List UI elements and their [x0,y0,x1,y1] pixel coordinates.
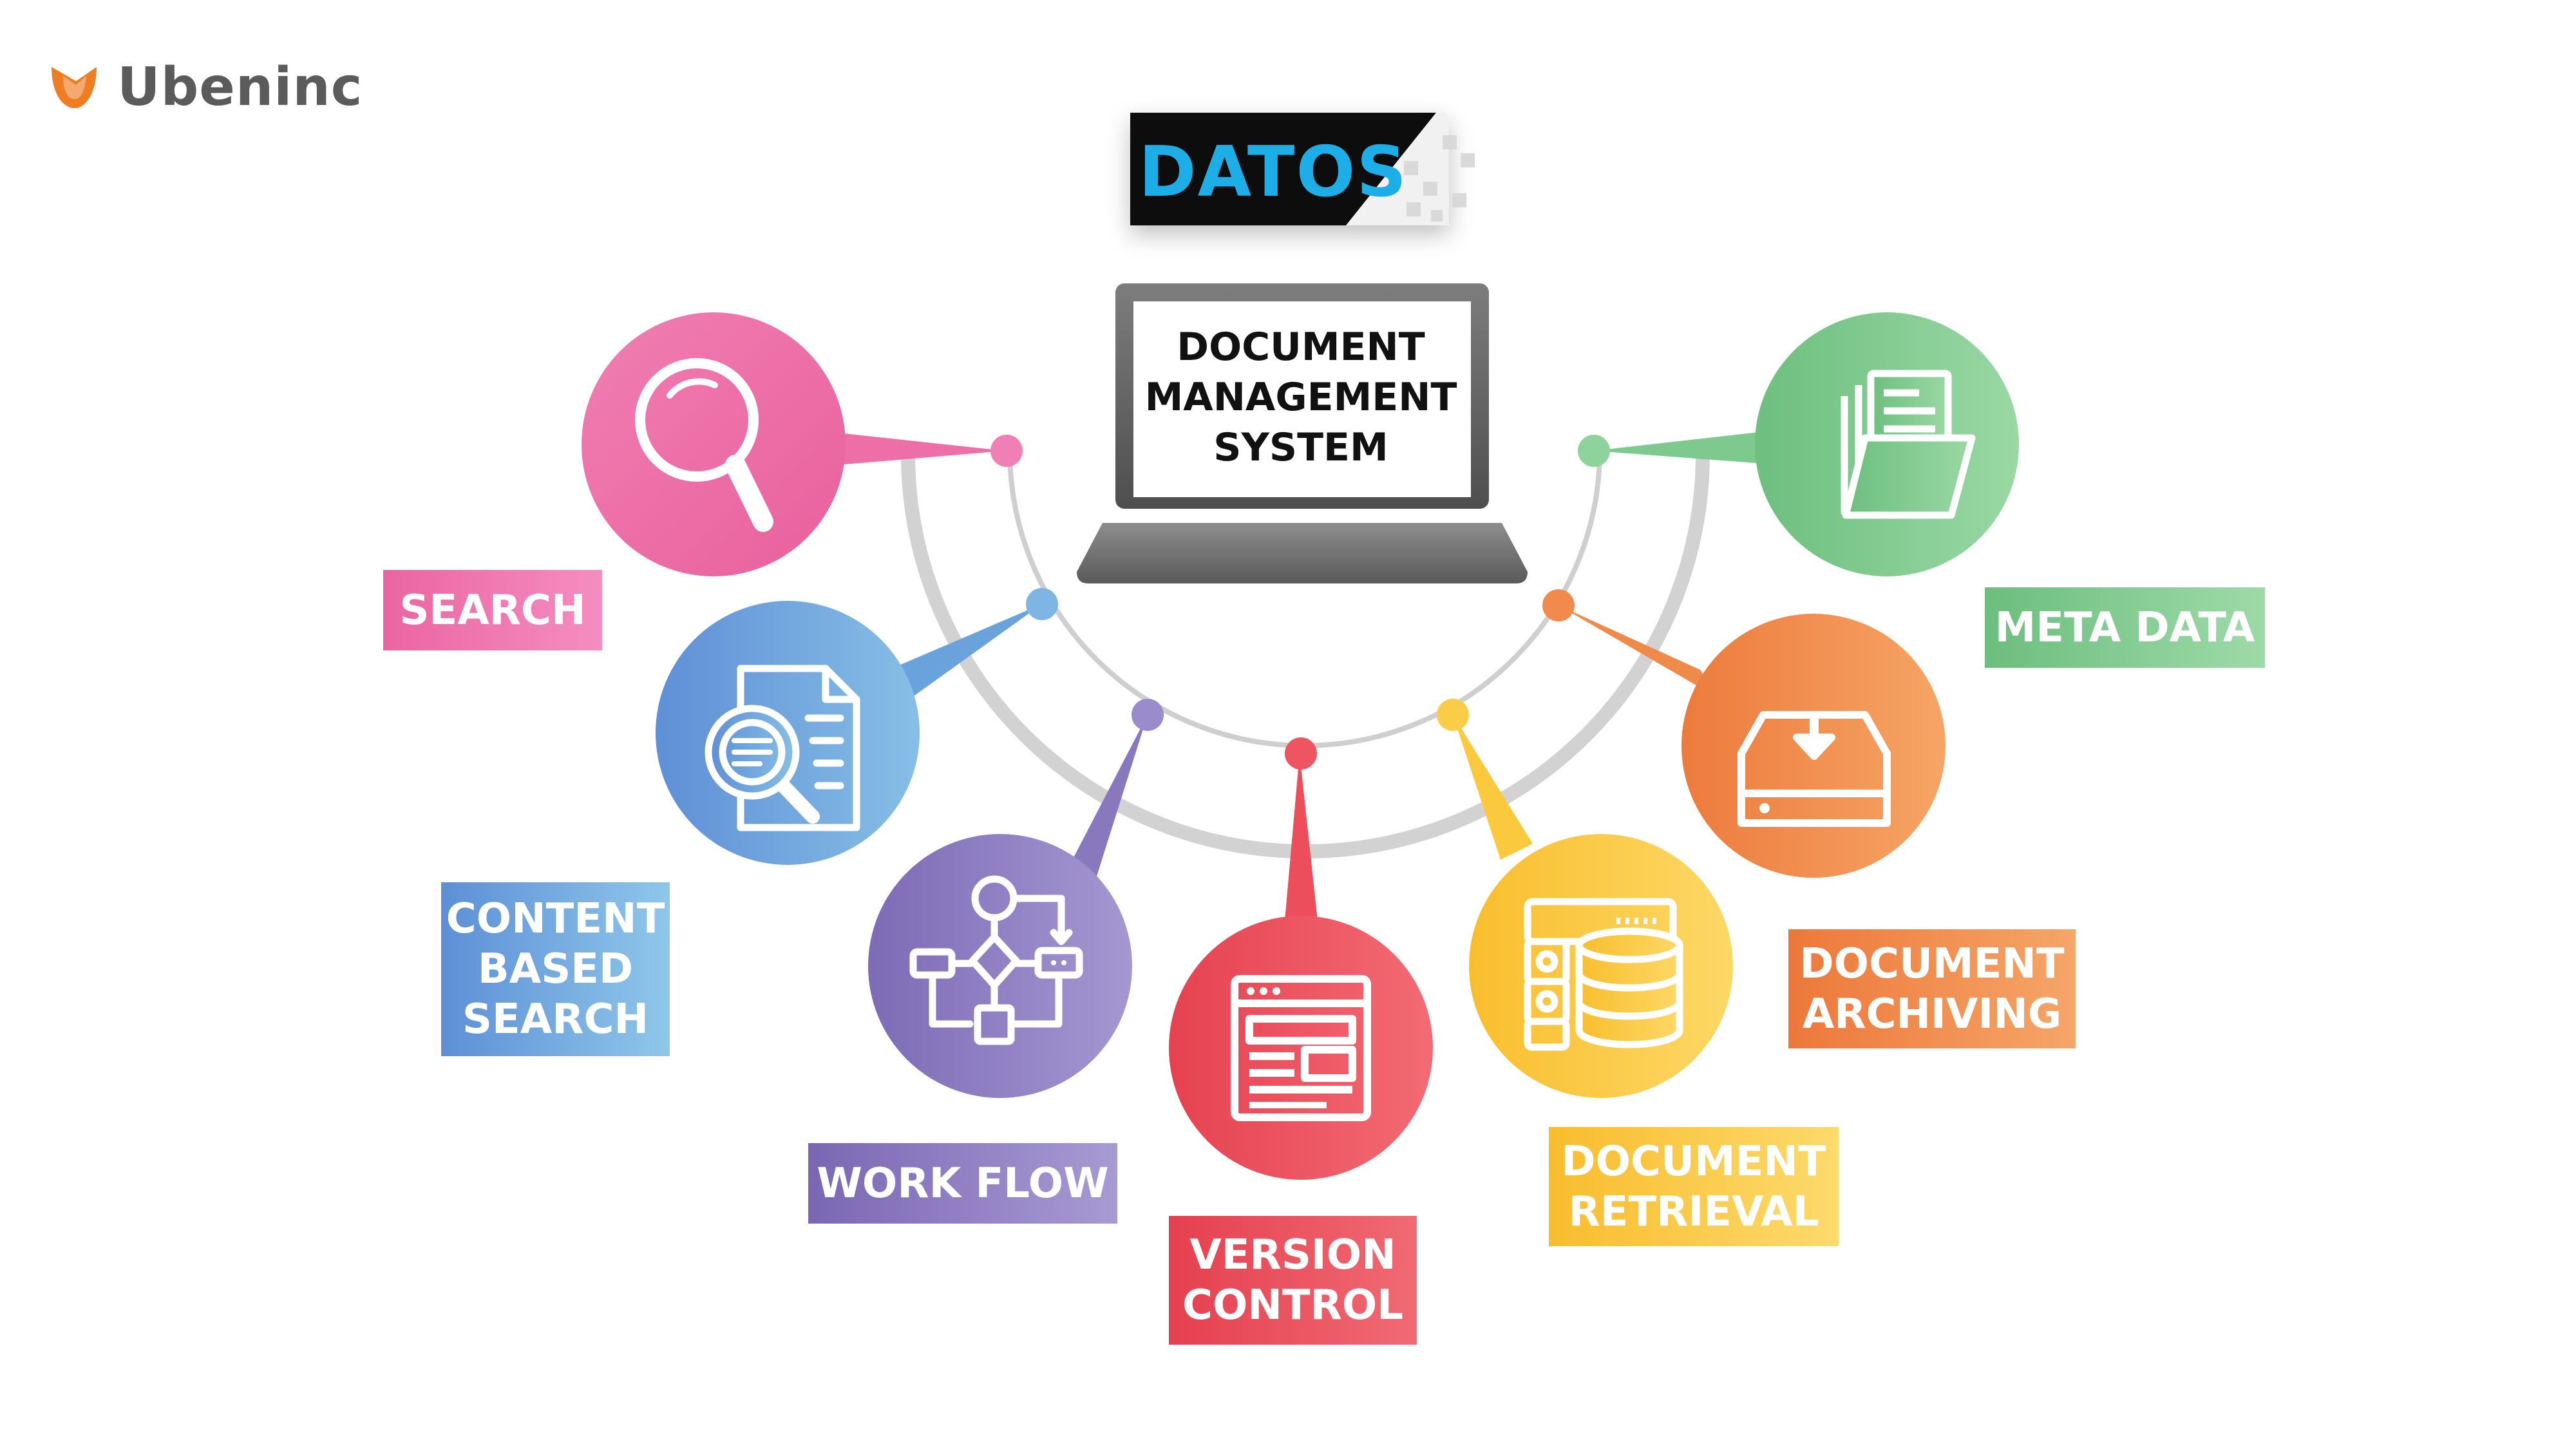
database-server-icon [1524,898,1683,1051]
ubeninc-logo-icon [52,67,97,108]
brand-logo-space [52,62,103,113]
document-retrieval-label-line-1: DOCUMENT [1561,1137,1826,1186]
work-flow-dot [1132,699,1164,731]
search-label: SEARCH [383,570,602,650]
document-archiving-connector [1558,605,1719,699]
content-based-search-label-line-3: SEARCH [462,996,649,1043]
document-archiving-label-line-2: ARCHIVING [1802,990,2062,1038]
work-flow-circle [868,834,1132,1098]
center-title: DOCUMENT MANAGEMENT SYSTEM [1133,322,1468,473]
version-control-label: VERSION CONTROL [1169,1216,1417,1345]
document-retrieval-label-line-2: RETRIEVAL [1568,1188,1819,1236]
center-title-line-1: DOCUMENT [1177,325,1425,370]
document-retrieval-label: DOCUMENT RETRIEVAL [1549,1127,1839,1246]
meta-data-connector [1594,431,1765,464]
work-flow-connector [1069,715,1148,882]
document-archiving-label: DOCUMENT ARCHIVING [1788,929,2076,1048]
search-dot [990,435,1023,467]
datos-title: DATOS [1139,132,1408,213]
version-control-label-line-1: VERSION [1189,1231,1396,1279]
laptop-icon [1077,283,1528,583]
document-retrieval-dot [1437,699,1469,731]
version-control-connector [1285,753,1318,921]
work-flow-label: WORK FLOW [808,1143,1117,1224]
folder-files-icon [1841,370,1976,519]
search-connector [837,433,1005,465]
document-retrieval-connector [1453,715,1533,860]
meta-data-label-text: META DATA [1994,603,2255,652]
meta-data-label: META DATA [1985,587,2265,668]
document-archiving-label-line-1: DOCUMENT [1799,940,2065,988]
content-based-search-label-line-2: BASED [477,945,634,993]
brand-name: Ubeninc [117,57,363,118]
content-based-search-label-line-1: CONTENT [446,895,665,943]
magnifier-icon [635,358,773,532]
center-title-line-2: MANAGEMENT [1144,375,1457,420]
meta-data-dot [1578,435,1610,467]
datos-logo [1130,113,1449,225]
content-based-search-label: CONTENT BASED SEARCH [441,882,670,1056]
hard-drive-download-icon [1738,711,1891,827]
content-based-search-dot [1026,588,1058,620]
browser-window-icon [1231,975,1371,1121]
search-label-text: SEARCH [399,586,586,634]
pixel-squares [1404,135,1475,222]
document-search-icon [705,665,860,831]
content-based-search-connector [889,604,1042,696]
version-control-dot [1285,737,1317,770]
version-control-circle [1169,916,1433,1180]
outer-arc [901,453,1710,858]
search-circle [582,312,846,576]
center-title-line-3: SYSTEM [1213,425,1388,470]
work-flow-label-text: WORK FLOW [817,1159,1109,1208]
brand: Ubeninc [52,57,363,118]
document-archiving-dot [1542,589,1575,621]
version-control-label-line-2: CONTROL [1182,1282,1404,1329]
flowchart-icon [909,875,1083,1045]
